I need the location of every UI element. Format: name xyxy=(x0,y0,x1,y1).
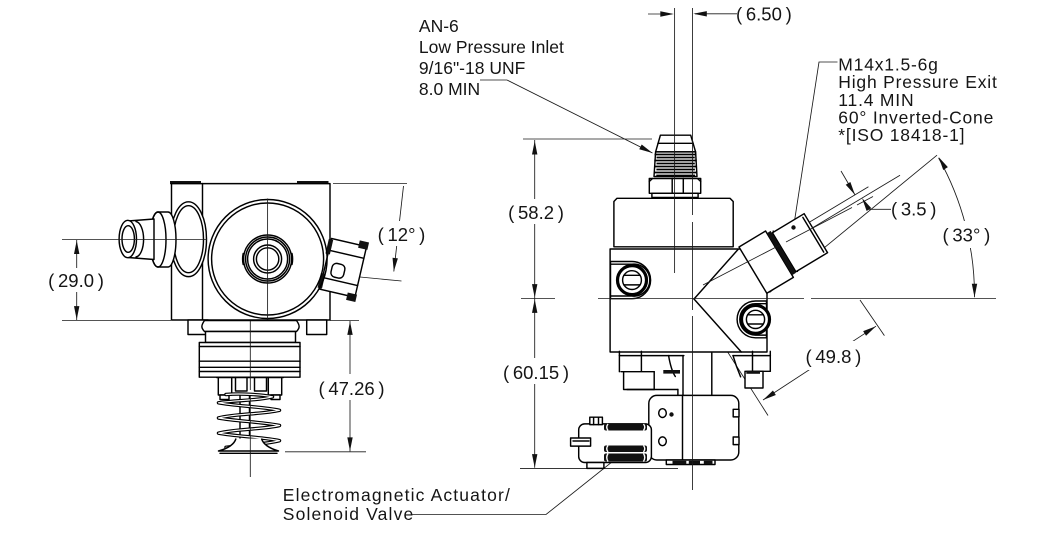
svg-text:( 3.5 ): ( 3.5 ) xyxy=(891,199,936,220)
svg-text:( 6.50 ): ( 6.50 ) xyxy=(736,4,792,25)
svg-text:9/16"-18 UNF: 9/16"-18 UNF xyxy=(419,58,525,78)
svg-text:Solenoid Valve: Solenoid Valve xyxy=(283,504,415,524)
svg-text:Electromagnetic Actuator/: Electromagnetic Actuator/ xyxy=(283,485,511,505)
svg-text:( 29.0 ): ( 29.0 ) xyxy=(48,270,104,291)
svg-text:( 33° ): ( 33° ) xyxy=(943,225,991,246)
svg-text:( 12° ): ( 12° ) xyxy=(378,224,426,245)
svg-text:11.4 MIN: 11.4 MIN xyxy=(838,90,914,110)
svg-text:60° Inverted-Cone: 60° Inverted-Cone xyxy=(838,107,994,127)
svg-text:( 49.8 ): ( 49.8 ) xyxy=(806,346,862,367)
svg-text:( 60.15 ): ( 60.15 ) xyxy=(503,362,569,383)
svg-text:*[ISO 18418-1]: *[ISO 18418-1] xyxy=(838,125,965,145)
svg-text:8.0 MIN: 8.0 MIN xyxy=(419,79,480,99)
svg-text:( 47.26 ): ( 47.26 ) xyxy=(318,378,384,399)
svg-text:High Pressure Exit: High Pressure Exit xyxy=(838,72,997,92)
svg-text:Low Pressure Inlet: Low Pressure Inlet xyxy=(419,37,564,57)
svg-text:AN-6: AN-6 xyxy=(419,16,459,36)
svg-text:M14x1.5-6g: M14x1.5-6g xyxy=(838,55,938,75)
svg-text:( 58.2 ): ( 58.2 ) xyxy=(508,202,564,223)
